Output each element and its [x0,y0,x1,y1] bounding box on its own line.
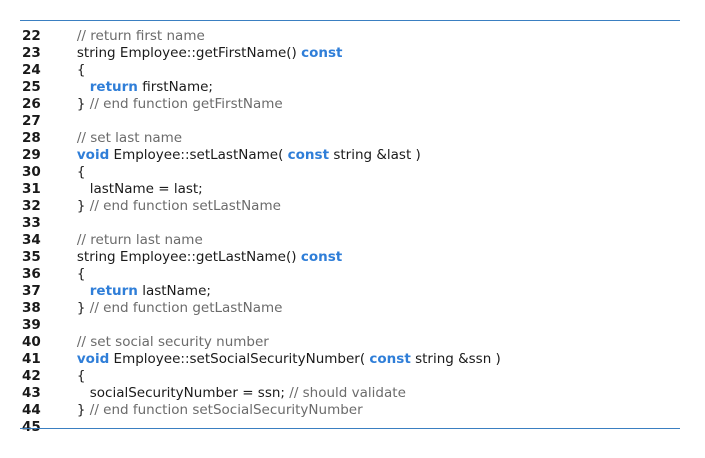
keyword-token: const [300,249,343,265]
line-number: 45 [22,419,41,435]
code-line: 44 } // end function setSocialSecurityNu… [22,402,682,419]
line-number: 31 [22,181,41,197]
line-number: 23 [22,45,41,61]
keyword-token: const [301,45,343,61]
code-token: string Employee::getFirstName() [64,45,302,61]
line-number: 29 [22,147,41,163]
code-token [64,232,77,248]
code-token: } [64,96,90,112]
code-token: string &ssn ) [410,351,501,367]
code-line: 30 { [22,164,682,181]
code-line: 26 } // end function getFirstName [22,96,682,113]
line-number: 28 [22,130,41,146]
code-line: 29 void Employee::setLastName( const str… [22,147,682,164]
code-line: 22 // return first name [22,28,682,45]
keyword-token: const [287,147,330,163]
code-token [64,28,77,44]
line-number: 26 [22,96,41,112]
top-rule [20,20,680,21]
line-number: 32 [22,198,41,214]
code-line: 36 { [22,266,682,283]
code-line: 38 } // end function getLastName [22,300,682,317]
code-line: 35 string Employee::getLastName() const [22,249,682,266]
code-token: firstName; [137,79,213,95]
line-number: 43 [22,385,41,401]
code-token: { [64,62,86,78]
line-number: 24 [22,62,41,78]
line-number: 38 [22,300,41,316]
code-line: 33 [22,215,682,232]
code-token: string Employee::getLastName() [64,249,301,265]
line-number: 41 [22,351,41,367]
line-number: 35 [22,249,41,265]
comment-token: // should validate [289,385,406,401]
keyword-token: const [369,351,411,367]
code-token: } [64,300,90,316]
code-line: 24 { [22,62,682,79]
code-token [64,79,90,95]
code-token: { [64,266,86,282]
keyword-token: void [76,351,110,367]
comment-token: // return last name [76,232,203,248]
code-line: 23 string Employee::getFirstName() const [22,45,682,62]
code-token [64,351,77,367]
code-token [64,130,77,146]
comment-token: // end function getLastName [89,300,283,316]
comment-token: // end function getFirstName [89,96,283,112]
code-token: { [64,164,86,180]
comment-token: // end function setLastName [89,198,281,214]
keyword-token: return [89,79,138,95]
line-number: 22 [22,28,41,44]
code-line: 41 void Employee::setSocialSecurityNumbe… [22,351,682,368]
line-number: 37 [22,283,41,299]
code-line: 28 // set last name [22,130,682,147]
code-line: 39 [22,317,682,334]
line-number: 44 [22,402,41,418]
code-token: lastName = last; [64,181,203,197]
code-token: socialSecurityNumber = ssn; [64,385,290,401]
code-token: } [64,402,90,418]
code-token [64,283,90,299]
code-line: 45 [22,419,682,436]
line-number: 27 [22,113,41,129]
code-token: Employee::setSocialSecurityNumber( [109,351,370,367]
code-token [64,147,77,163]
code-line: 25 return firstName; [22,79,682,96]
line-number: 33 [22,215,41,231]
line-number: 30 [22,164,41,180]
code-token: { [64,368,86,384]
line-number: 34 [22,232,41,248]
code-line: 40 // set social security number [22,334,682,351]
keyword-token: return [89,283,138,299]
code-token: Employee::setLastName( [109,147,288,163]
comment-token: // set last name [76,130,183,146]
code-token: } [64,198,90,214]
comment-token: // end function setSocialSecurityNumber [89,402,363,418]
comment-token: // return first name [76,28,205,44]
line-number: 36 [22,266,41,282]
code-line: 27 [22,113,682,130]
code-line: 43 socialSecurityNumber = ssn; // should… [22,385,682,402]
line-number: 39 [22,317,41,333]
code-line: 37 return lastName; [22,283,682,300]
line-number: 42 [22,368,41,384]
code-line: 42 { [22,368,682,385]
keyword-token: void [76,147,110,163]
code-token [64,334,77,350]
code-token: string &last ) [329,147,421,163]
comment-token: // set social security number [76,334,269,350]
code-token: lastName; [137,283,211,299]
code-line: 32 } // end function setLastName [22,198,682,215]
line-number: 25 [22,79,41,95]
code-line: 34 // return last name [22,232,682,249]
line-number: 40 [22,334,41,350]
code-line: 31 lastName = last; [22,181,682,198]
bottom-rule [20,428,680,429]
